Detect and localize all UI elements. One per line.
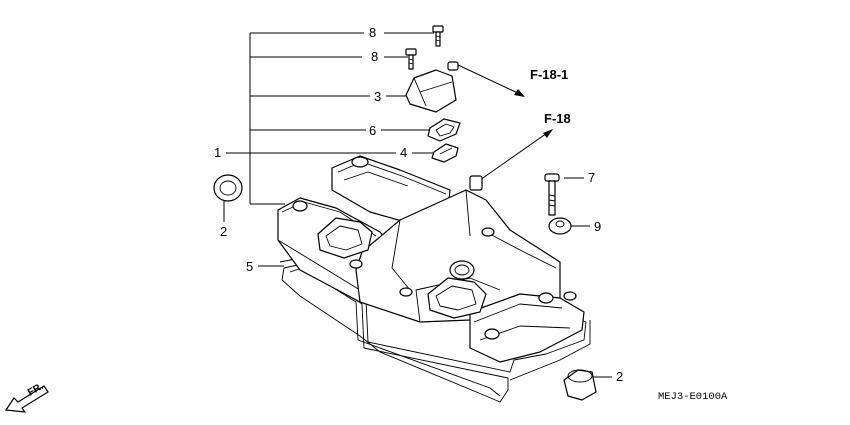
bolt-7 — [544, 173, 560, 216]
callout-2-right: 2 — [616, 369, 623, 384]
bolt-8-upper — [432, 25, 444, 47]
callout-5: 5 — [246, 259, 253, 274]
callout-8-lower: 8 — [371, 49, 378, 64]
cylinder-head-cover — [277, 155, 585, 363]
plug-2-left — [213, 174, 243, 202]
callout-8-upper: 8 — [369, 25, 376, 40]
reference-arrow-f18-1 — [455, 63, 525, 97]
callout-6: 6 — [369, 123, 376, 138]
callout-1: 1 — [214, 145, 221, 160]
front-direction-arrow: FR. — [4, 381, 49, 413]
reference-label-f18-1: F-18-1 — [530, 67, 568, 82]
callout-9: 9 — [594, 219, 601, 234]
callout-4: 4 — [400, 145, 407, 160]
breather-chamber-3 — [405, 61, 459, 113]
leader-bracket-1 — [226, 32, 396, 205]
callout-2-left: 2 — [220, 224, 227, 239]
clip-4 — [431, 143, 459, 163]
bolt-8-lower — [405, 48, 417, 70]
reference-arrow-f18 — [479, 129, 553, 181]
callout-3: 3 — [374, 89, 381, 104]
grommet-6 — [427, 118, 461, 142]
plug-2-right — [563, 369, 597, 401]
reference-label-f18: F-18 — [544, 111, 571, 126]
washer-9 — [548, 217, 572, 235]
diagram-code: MEJ3-E0100A — [658, 391, 728, 403]
callout-7: 7 — [588, 170, 595, 185]
